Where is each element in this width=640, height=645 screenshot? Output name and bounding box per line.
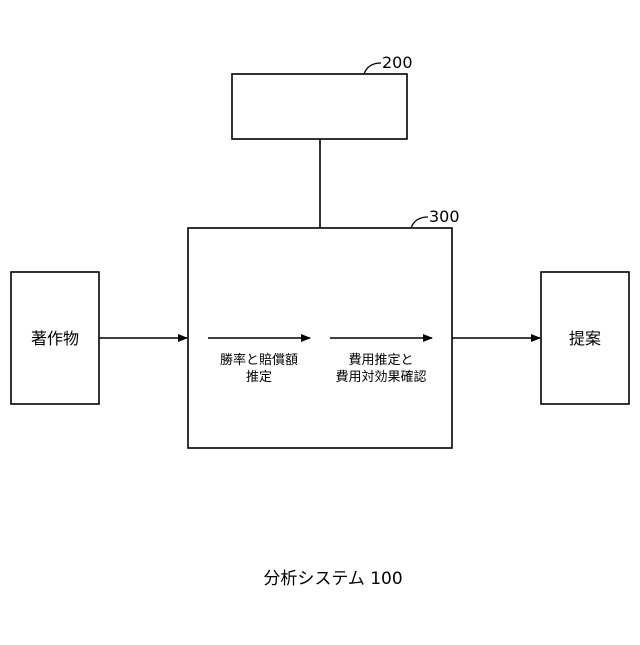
step2-label-line2: 費用対効果確認 <box>335 369 426 385</box>
step2-label-line1: 費用推定と <box>348 353 413 368</box>
step1-label-line2: 推定 <box>246 370 272 385</box>
processor-ref-label: 300 <box>429 207 460 226</box>
server-ref-leader <box>364 63 381 74</box>
server-ref-label: 200 <box>382 53 413 72</box>
server-box <box>232 74 407 139</box>
input-label: 著作物 <box>31 329 79 348</box>
processor-ref-leader <box>411 217 428 228</box>
diagram-caption: 分析システム 100 <box>263 569 402 589</box>
output-label: 提案 <box>569 329 601 348</box>
step1-label-line1: 勝率と賠償額 <box>220 352 298 368</box>
